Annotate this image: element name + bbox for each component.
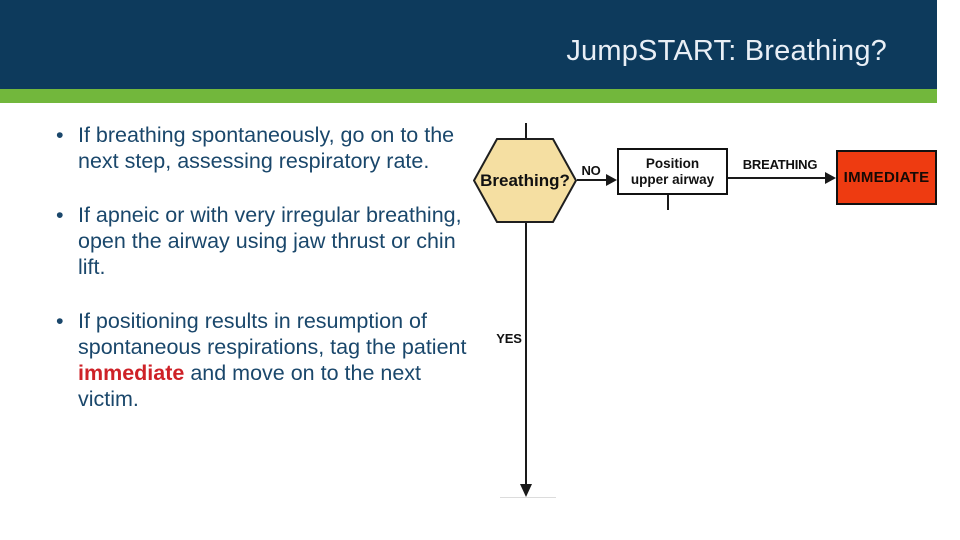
breathing-arrowhead-icon — [825, 172, 836, 184]
bullet-item: • If apneic or with very irregular breat… — [56, 202, 472, 280]
no-label: NO — [581, 163, 601, 178]
accent-stripe — [0, 89, 937, 103]
decision-label: Breathing? — [480, 170, 570, 190]
bullet-text-pre: If positioning results in resumption of … — [78, 309, 467, 359]
bullet-list: • If breathing spontaneously, go on to t… — [56, 122, 472, 440]
slide-title: JumpSTART: Breathing? — [566, 35, 887, 67]
bullet-item: • If positioning results in resumption o… — [56, 308, 472, 412]
bullet-text: If breathing spontaneously, go on to the… — [78, 123, 455, 173]
yes-label: YES — [496, 331, 522, 346]
immediate-highlight: immediate — [78, 361, 185, 385]
incoming-connector-line — [525, 123, 527, 138]
bullet-item: • If breathing spontaneously, go on to t… — [56, 122, 472, 174]
position-box-connector-stub — [667, 195, 669, 210]
immediate-box-label: IMMEDIATE — [843, 169, 930, 186]
no-arrow-line — [577, 179, 608, 181]
immediate-box: IMMEDIATE — [836, 150, 937, 205]
yes-arrow-line — [525, 223, 527, 485]
bullet-marker: • — [56, 309, 64, 333]
flowchart-image-edge — [500, 497, 556, 498]
yes-arrowhead-icon — [520, 484, 532, 497]
breathing-decision-hexagon — [473, 138, 577, 223]
flowchart: Breathing? NO Position upper airway BREA… — [460, 120, 952, 512]
bullet-text: If positioning results in resumption of … — [78, 308, 472, 412]
bullet-text: If apneic or with very irregular breathi… — [78, 203, 462, 279]
position-airway-box: Position upper airway — [617, 148, 728, 195]
bullet-marker: • — [56, 203, 64, 227]
bullet-text-post: and move on to the next victim. — [78, 361, 422, 411]
bullet-marker: • — [56, 123, 64, 147]
breathing-arrow-line — [728, 177, 825, 179]
no-arrowhead-icon — [606, 174, 617, 186]
position-box-line1: Position — [645, 155, 700, 171]
slide-header: JumpSTART: Breathing? — [0, 0, 937, 89]
breathing-edge-label: BREATHING — [742, 157, 818, 172]
position-box-line2: upper airway — [630, 171, 715, 187]
